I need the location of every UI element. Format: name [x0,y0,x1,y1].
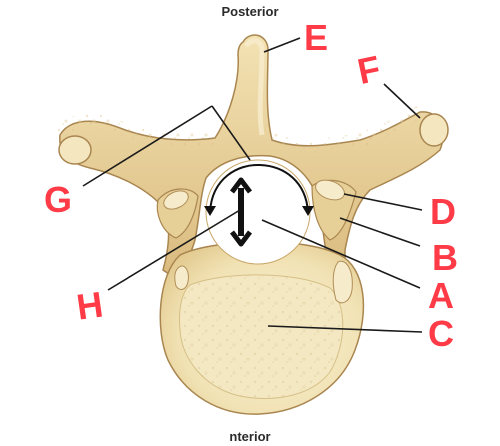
spinous-process [244,38,265,136]
label-e: E [304,17,328,58]
anterior-label: nterior [229,429,271,444]
rib-facet-left [174,265,189,290]
label-b: B [432,237,458,278]
vertebral-foramen [205,159,311,265]
leader-line-g-a [82,105,213,187]
transverse-process-tip-left [58,135,92,165]
transverse-process-tip-right [419,113,449,147]
label-g: G [44,179,72,220]
leader-line-d [343,193,423,211]
posterior-label: Posterior [221,4,279,19]
leader-line-e [263,37,301,53]
leader-line-b [339,217,421,247]
leader-line-c [267,325,423,333]
leader-line-a [261,219,421,289]
label-d: D [430,191,456,232]
label-a: A [428,275,454,316]
leader-line-f [383,83,421,119]
leader-line-g-b [211,105,251,161]
label-f: F [354,47,384,92]
articular-facet-left [163,190,189,210]
articular-facet-right [315,179,345,201]
label-c: C [428,313,454,354]
label-h: H [74,283,105,327]
leader-line-h [107,209,241,291]
rib-facet-right [332,260,353,304]
foramen-curved-arrow [209,163,309,213]
